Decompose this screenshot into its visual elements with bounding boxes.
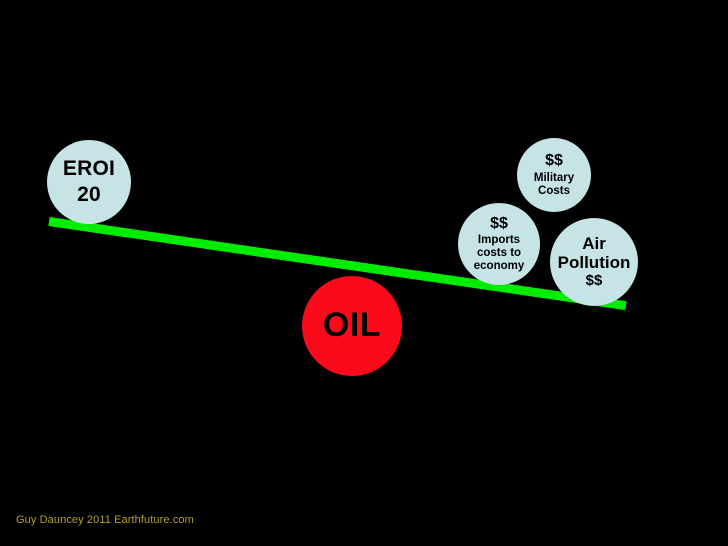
bubble-imports-line1: $$ [490, 214, 508, 232]
bubble-imports-line3: costs to [476, 247, 522, 260]
bubble-imports-costs: $$ Imports costs to economy [458, 203, 540, 285]
bubble-imports-line4: economy [473, 260, 525, 273]
bubble-eroi-line1: EROI [62, 157, 116, 181]
bubble-airpollution-line3: $$ [585, 271, 603, 289]
credit-caption: Guy Dauncey 2011 Earthfuture.com [16, 514, 194, 526]
bubble-airpollution-line2: Pollution [557, 253, 631, 273]
bubble-imports-line2: Imports [477, 234, 521, 247]
bubble-oil-label: OIL [322, 306, 382, 345]
bubble-military-line1: $$ [545, 152, 563, 170]
bubble-airpollution-line1: Air [582, 234, 606, 254]
bubble-oil-fulcrum: OIL [302, 276, 402, 376]
bubble-air-pollution: Air Pollution $$ [550, 218, 638, 306]
bubble-military-line2: Military [533, 171, 575, 184]
bubble-eroi: EROI 20 [47, 140, 131, 224]
bubble-eroi-line2: 20 [77, 182, 101, 206]
bubble-military-costs: $$ Military Costs [517, 138, 591, 212]
bubble-military-line3: Costs [538, 184, 570, 197]
